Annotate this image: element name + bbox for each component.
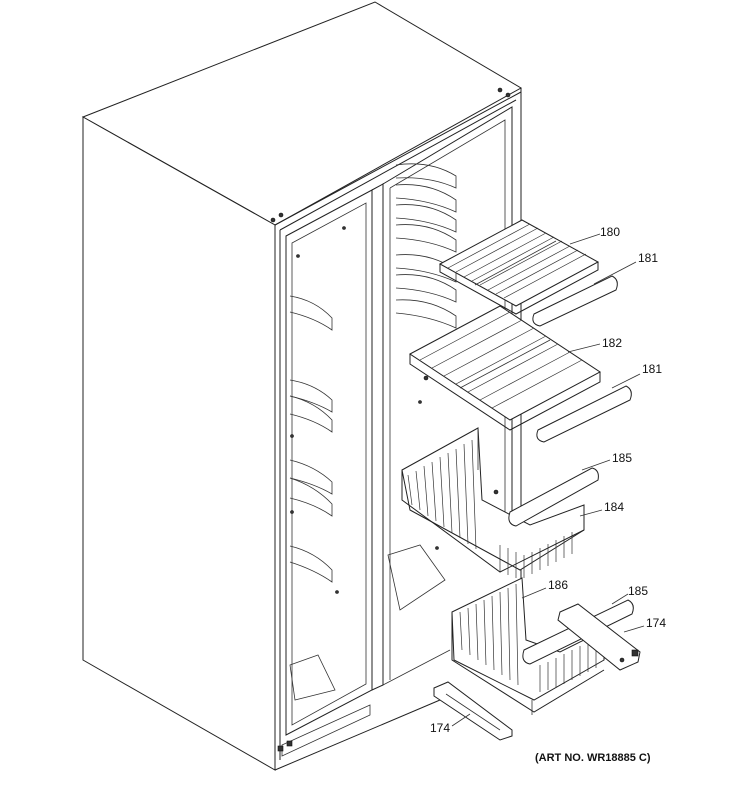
callout-184: 184 (604, 500, 624, 514)
callout-174-left: 174 (430, 721, 450, 735)
callout-185-lower: 185 (628, 584, 648, 598)
callout-181-upper: 181 (638, 251, 658, 265)
freezer-basket-184 (401, 427, 585, 578)
callout-leaders (451, 233, 645, 727)
freezer-basket-186 (451, 577, 605, 715)
wire-shelf-180 (438, 219, 600, 315)
callout-185-upper: 185 (612, 451, 632, 465)
art-number: (ART NO. WR18885 C) (535, 752, 651, 764)
callout-181-lower: 181 (642, 362, 662, 376)
basket-trim-185-upper (508, 467, 599, 527)
refrigerator-cabinet (81, 1, 523, 771)
wire-shelf-182 (409, 305, 601, 431)
callout-186: 186 (548, 578, 568, 592)
shelf-trim-181-upper (532, 275, 618, 327)
slide-rail-174-left (433, 681, 513, 741)
callout-182: 182 (602, 336, 622, 350)
callout-180: 180 (600, 225, 620, 239)
slide-rail-174-right (557, 603, 641, 671)
shelf-trim-181-lower (536, 385, 632, 443)
callout-174-right: 174 (646, 616, 666, 630)
